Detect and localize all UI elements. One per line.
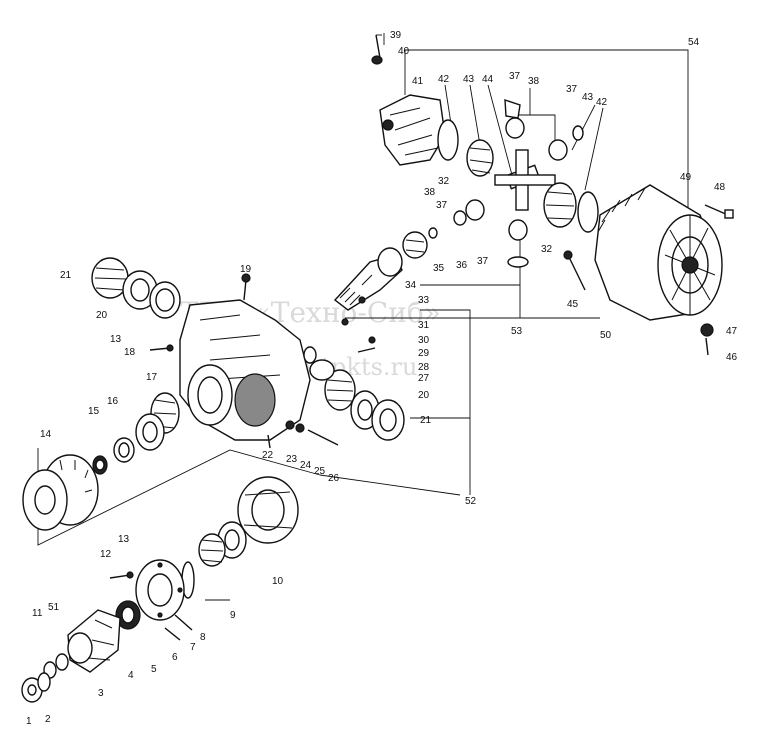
label-52: 52 (465, 496, 477, 507)
label-49: 49 (680, 172, 692, 183)
label-9: 9 (230, 610, 236, 621)
gear-35 (402, 227, 438, 259)
label-19: 19 (240, 264, 252, 275)
label-18: 18 (124, 347, 136, 358)
label-48: 48 (714, 182, 726, 193)
label-50: 50 (600, 330, 612, 341)
label-37b: 37 (566, 84, 578, 95)
bolt-39 (371, 34, 383, 65)
differential-case-half-41 (379, 94, 446, 166)
label-51: 51 (48, 602, 60, 613)
label-42a: 42 (438, 74, 450, 85)
label-13a: 13 (110, 334, 122, 345)
bearing-housing-10 (237, 476, 299, 544)
bolt-19 (241, 273, 251, 301)
nut-1 (21, 672, 51, 703)
side-gear-upper (437, 119, 494, 177)
label-11: 11 (32, 608, 43, 619)
label-21a: 21 (60, 270, 72, 281)
label-22: 22 (262, 450, 274, 461)
label-53: 53 (511, 326, 523, 337)
label-4: 4 (128, 670, 134, 681)
label-30: 30 (418, 335, 430, 346)
ring-15 (92, 455, 108, 475)
label-37d: 37 (477, 256, 489, 267)
label-43b: 43 (582, 92, 594, 103)
label-31: 31 (418, 320, 430, 331)
bearings-9 (198, 521, 247, 567)
label-28: 28 (418, 362, 430, 373)
pinion-gears (453, 99, 584, 268)
bearing-cup-16 (135, 413, 165, 451)
seal-4 (115, 600, 141, 630)
label-32a: 32 (438, 176, 450, 187)
label-8: 8 (200, 632, 206, 643)
label-16: 16 (107, 396, 119, 407)
side-gear-lower (543, 182, 599, 233)
label-27: 27 (418, 373, 430, 384)
label-23: 23 (286, 454, 298, 465)
label-54: 54 (688, 37, 700, 48)
label-12: 12 (100, 549, 112, 560)
label-46: 46 (726, 352, 738, 363)
nut-47 (700, 323, 714, 356)
label-39: 39 (390, 30, 402, 41)
label-2: 2 (45, 714, 51, 725)
seal-15 (113, 437, 135, 463)
label-26: 26 (328, 473, 340, 484)
label-14: 14 (40, 429, 52, 440)
label-38a: 38 (528, 76, 540, 87)
bolt-45 (563, 250, 586, 291)
label-45: 45 (567, 299, 579, 310)
label-47: 47 (726, 326, 738, 337)
label-10: 10 (272, 576, 284, 587)
cross-spider-44 (494, 149, 556, 211)
bearing-21-right (324, 369, 405, 441)
label-20b: 20 (418, 390, 430, 401)
label-44: 44 (482, 74, 494, 85)
label-1: 1 (26, 716, 32, 727)
label-38b: 38 (424, 187, 436, 198)
label-24: 24 (300, 460, 312, 471)
label-17: 17 (146, 372, 158, 383)
bolts-22-26 (267, 420, 339, 449)
label-13b: 13 (118, 534, 130, 545)
label-33: 33 (418, 295, 430, 306)
adjuster-14 (22, 454, 99, 531)
bearing-21-left (91, 257, 181, 319)
bolt-7 (164, 614, 193, 641)
label-35: 35 (433, 263, 445, 274)
drive-pinion-34 (333, 247, 403, 311)
label-3: 3 (98, 688, 104, 699)
label-5: 5 (151, 664, 157, 675)
label-6: 6 (172, 652, 178, 663)
small-parts-27-33 (303, 296, 376, 381)
carrier-housing (179, 299, 311, 441)
companion-flange-3 (67, 609, 121, 673)
bolt-18 (149, 344, 174, 352)
label-7: 7 (190, 642, 196, 653)
label-20a: 20 (96, 310, 108, 321)
label-21b: 21 (420, 415, 432, 426)
flange-5 (135, 559, 185, 621)
label-34: 34 (405, 280, 417, 291)
ring-gear-49 (594, 184, 723, 321)
label-40: 40 (398, 46, 410, 57)
label-36: 36 (456, 260, 468, 271)
label-41: 41 (412, 76, 424, 87)
part-labels: 1 2 3 4 5 6 7 8 9 10 11 12 13 13 14 15 1… (26, 30, 738, 727)
label-37a: 37 (509, 71, 521, 82)
bolt-48 (704, 204, 734, 219)
label-29: 29 (418, 348, 430, 359)
leader-lines (37, 33, 689, 601)
label-25: 25 (314, 466, 326, 477)
label-37c: 37 (436, 200, 448, 211)
bolt-12 (109, 571, 134, 579)
label-42b: 42 (596, 97, 608, 108)
label-43a: 43 (463, 74, 475, 85)
label-32b: 32 (541, 244, 553, 255)
label-15: 15 (88, 406, 100, 417)
